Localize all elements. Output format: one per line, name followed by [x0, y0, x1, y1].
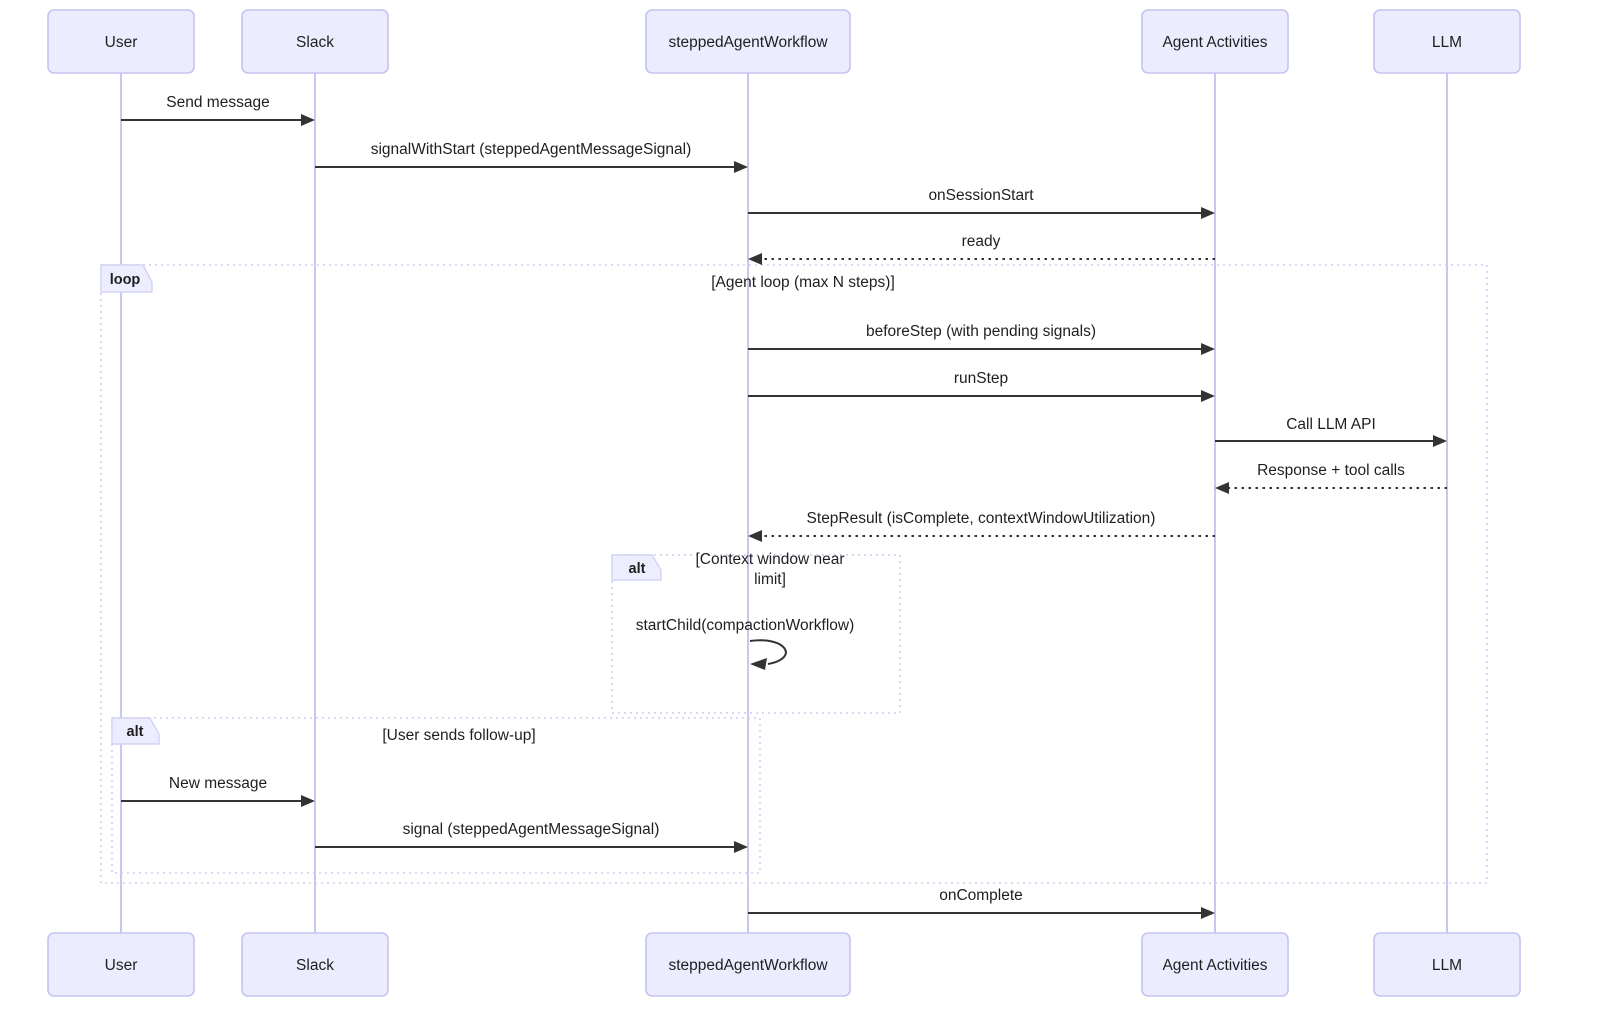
participant-slack-top[interactable]: Slack — [241, 9, 389, 74]
message-m12-arrowhead — [734, 841, 748, 853]
message-m10-arrowhead — [750, 658, 767, 670]
participant-llm-bottom-box[interactable] — [1373, 932, 1521, 997]
fragment-alt-context-kind: alt — [629, 561, 646, 577]
message-m8-label: Response + tool calls — [1257, 462, 1405, 479]
message-m4-label: ready — [962, 233, 1001, 250]
fragment-loop-frag-tab — [100, 264, 153, 293]
participant-workflow-top-box[interactable] — [645, 9, 851, 74]
participant-slack-top-box[interactable] — [241, 9, 389, 74]
message-m9-arrowhead — [748, 530, 762, 542]
participant-workflow-bottom-label: steppedAgentWorkflow — [668, 957, 828, 974]
message-m8: Response + tool calls — [1215, 462, 1447, 494]
message-m3-arrowhead — [1201, 207, 1215, 219]
fragment-alt-followup-box — [111, 717, 761, 874]
message-m9: StepResult (isComplete, contextWindowUti… — [748, 510, 1215, 542]
participant-activities-bottom-box[interactable] — [1141, 932, 1289, 997]
participant-workflow-top[interactable]: steppedAgentWorkflow — [645, 9, 851, 74]
participant-slack-bottom[interactable]: Slack — [241, 932, 389, 997]
message-m7-arrowhead — [1433, 435, 1447, 447]
fragment-alt-context: alt [Context window near limit] — [611, 551, 901, 714]
fragment-loop-frag-condition: [Agent loop (max N steps)] — [711, 274, 895, 291]
message-m4-arrowhead — [748, 253, 762, 265]
message-m10-selfloop — [749, 639, 787, 665]
message-m11: New message — [121, 775, 315, 807]
message-m5-label: beforeStep (with pending signals) — [866, 323, 1096, 340]
message-m10: startChild(compactionWorkflow) — [636, 617, 855, 670]
message-m11-arrowhead — [301, 795, 315, 807]
message-m5-arrowhead — [1201, 343, 1215, 355]
message-m7-label: Call LLM API — [1286, 416, 1376, 433]
message-m12: signal (steppedAgentMessageSignal) — [315, 821, 748, 853]
participant-llm-top-box[interactable] — [1373, 9, 1521, 74]
participant-user-top[interactable]: User — [47, 9, 195, 74]
message-m7: Call LLM API — [1215, 416, 1447, 447]
fragment-alt-context-tab — [611, 554, 662, 581]
message-m13-arrowhead — [1201, 907, 1215, 919]
message-m1: Send message — [121, 94, 315, 126]
message-m1-label: Send message — [166, 94, 269, 111]
participant-activities-bottom-label: Agent Activities — [1162, 957, 1267, 974]
message-m6: runStep — [748, 370, 1215, 402]
fragment-alt-context-condition-line2: limit] — [754, 571, 786, 588]
fragment-alt-followup: alt [User sends follow-up] — [111, 717, 761, 874]
participant-user-bottom[interactable]: User — [47, 932, 195, 997]
fragment-alt-context-condition-line1: [Context window near — [695, 551, 844, 568]
participant-activities-top[interactable]: Agent Activities — [1141, 9, 1289, 74]
participant-workflow-top-label: steppedAgentWorkflow — [668, 34, 828, 51]
fragment-loop-frag-kind: loop — [110, 272, 141, 288]
fragment-alt-followup-kind: alt — [127, 724, 144, 740]
participant-user-bottom-label: User — [105, 957, 138, 974]
message-m12-label: signal (steppedAgentMessageSignal) — [403, 821, 660, 838]
participant-user-top-box[interactable] — [47, 9, 195, 74]
participant-user-bottom-box[interactable] — [47, 932, 195, 997]
message-m6-arrowhead — [1201, 390, 1215, 402]
participant-activities-top-label: Agent Activities — [1162, 34, 1267, 51]
message-m2: signalWithStart (steppedAgentMessageSign… — [315, 141, 748, 173]
participant-slack-bottom-label: Slack — [296, 957, 334, 974]
lifelines-group — [120, 73, 1448, 935]
participant-slack-top-label: Slack — [296, 34, 334, 51]
message-m11-label: New message — [169, 775, 267, 792]
message-m3: onSessionStart — [748, 187, 1215, 219]
participant-workflow-bottom[interactable]: steppedAgentWorkflow — [645, 932, 851, 997]
fragment-loop-frag: loop [Agent loop (max N steps)] — [100, 264, 1488, 884]
message-m4: ready — [748, 233, 1215, 265]
participant-llm-bottom-label: LLM — [1432, 957, 1462, 974]
participant-llm-top-label: LLM — [1432, 34, 1462, 51]
participant-slack-bottom-box[interactable] — [241, 932, 389, 997]
message-m10-label: startChild(compactionWorkflow) — [636, 617, 855, 634]
participant-user-top-label: User — [105, 34, 138, 51]
message-m2-arrowhead — [734, 161, 748, 173]
message-m3-label: onSessionStart — [928, 187, 1034, 204]
fragment-alt-followup-tab — [111, 717, 160, 745]
participant-activities-top-box[interactable] — [1141, 9, 1289, 74]
participant-llm-top[interactable]: LLM — [1373, 9, 1521, 74]
participants-top: User Slack steppedAgentWorkflow Agent Ac… — [47, 9, 1521, 74]
message-m1-arrowhead — [301, 114, 315, 126]
message-m8-arrowhead — [1215, 482, 1229, 494]
message-m13-label: onComplete — [939, 887, 1023, 904]
message-m2-label: signalWithStart (steppedAgentMessageSign… — [371, 141, 692, 158]
message-m13: onComplete — [748, 887, 1215, 919]
participant-workflow-bottom-box[interactable] — [645, 932, 851, 997]
fragment-alt-context-box — [611, 554, 901, 714]
participant-activities-bottom[interactable]: Agent Activities — [1141, 932, 1289, 997]
fragment-alt-followup-condition: [User sends follow-up] — [382, 727, 535, 744]
fragment-loop-frag-box — [100, 264, 1488, 884]
message-m6-label: runStep — [954, 370, 1008, 387]
message-m5: beforeStep (with pending signals) — [748, 323, 1215, 355]
message-m9-label: StepResult (isComplete, contextWindowUti… — [807, 510, 1156, 527]
participant-llm-bottom[interactable]: LLM — [1373, 932, 1521, 997]
participants-bottom: User Slack steppedAgentWorkflow Agent Ac… — [47, 932, 1521, 997]
